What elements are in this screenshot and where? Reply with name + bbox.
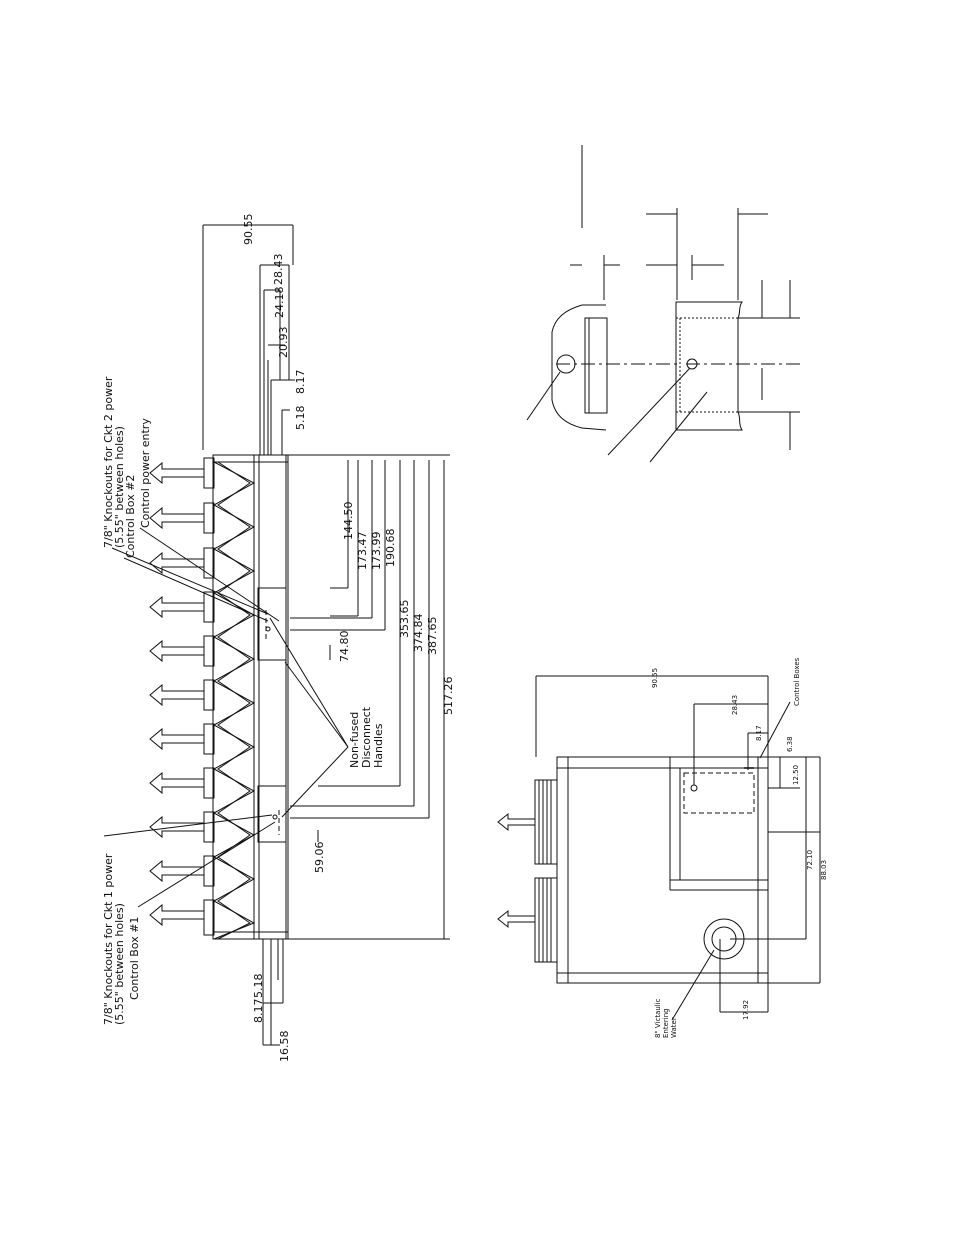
- label-disconnect-line3: Handles: [372, 723, 385, 768]
- dim-5-18-top: 5.18: [294, 406, 307, 431]
- dim-24-18: 24.18: [273, 287, 286, 319]
- plan-dim-12-50: 12.50: [792, 765, 800, 785]
- label-knockouts-ckt1-line1: 7/8" Knockouts for Ckt 1 power: [102, 853, 115, 1025]
- plan-dim-6-38: 6.38: [786, 736, 794, 752]
- plan-label-victaulic-line3: Water: [670, 1017, 678, 1038]
- end-view-housing-right: [675, 301, 743, 431]
- plan-label-victaulic-line2: Entering: [662, 1008, 670, 1038]
- end-view: [526, 145, 800, 463]
- unit-body: [212, 454, 289, 940]
- dim-374-84: 374.84: [412, 614, 425, 653]
- dim-8-17-bottom: 8.17: [252, 999, 265, 1024]
- dim-173-99: 173.99: [370, 532, 383, 571]
- plan-view: 90.55 28.43 8.17 6.38 12.50 72.10 88.03 …: [497, 657, 828, 1038]
- dim-28-43: 28.43: [272, 254, 285, 286]
- plan-coils: [534, 779, 558, 963]
- plan-dim-90-55: 90.55: [651, 668, 659, 688]
- label-knockouts-ckt1-line2: (5.55" between holes): [113, 903, 126, 1025]
- label-disconnect-line1: Non-fused: [348, 712, 361, 768]
- end-view-housing-left: [551, 304, 607, 431]
- dim-16-58: 16.58: [278, 1031, 291, 1063]
- plan-dim-28-43: 28.43: [731, 695, 739, 715]
- plan-dim-72-10: 72.10: [806, 850, 814, 870]
- label-control-box-2: Control Box #2: [124, 475, 137, 558]
- label-knockouts-ckt2-line1: 7/8" Knockouts for Ckt 2 power: [102, 376, 115, 548]
- label-control-power-entry: Control power entry: [139, 418, 152, 528]
- plan-label-control-boxes: Control Boxes: [793, 657, 801, 706]
- control-box-2: [257, 587, 287, 661]
- dim-20-93: 20.93: [277, 327, 290, 359]
- plan-dim-8-17: 8.17: [755, 725, 763, 741]
- dim-190-68: 190.68: [384, 529, 397, 568]
- plan-airflow-arrow-2: [497, 909, 536, 929]
- dim-387-65: 387.65: [426, 617, 439, 656]
- plan-airflow-arrow-1: [497, 812, 536, 832]
- control-box-1: [257, 785, 287, 843]
- plan-label-victaulic-line1: 8" Victaulic: [654, 998, 662, 1038]
- dim-59-06: 59.06: [313, 842, 326, 874]
- airflow-arrows: [149, 461, 205, 927]
- label-disconnect-line2: Disconnect: [360, 706, 373, 768]
- label-control-box-1: Control Box #1: [128, 917, 141, 1000]
- dim-517-26: 517.26: [442, 677, 455, 716]
- dim-353-65: 353.65: [398, 600, 411, 639]
- dim-90-55: 90.55: [242, 214, 255, 246]
- plan-unit-body: [556, 756, 769, 984]
- plan-control-boxes: [683, 772, 755, 814]
- dim-74-80: 74.80: [338, 631, 351, 663]
- plan-dim-17-92: 17.92: [742, 1000, 750, 1020]
- dim-144-50: 144.50: [342, 502, 355, 541]
- truss-structure: [212, 461, 256, 940]
- dim-8-17-top: 8.17: [294, 370, 307, 395]
- dim-5-18-bottom: 5.18: [252, 974, 265, 999]
- dim-173-47: 173.47: [356, 532, 369, 571]
- label-knockouts-ckt2-line2: (5.55" between holes): [113, 426, 126, 548]
- plan-dim-88-03: 88.03: [820, 860, 828, 880]
- side-elevation: 7/8" Knockouts for Ckt 2 power (5.55" be…: [102, 214, 455, 1063]
